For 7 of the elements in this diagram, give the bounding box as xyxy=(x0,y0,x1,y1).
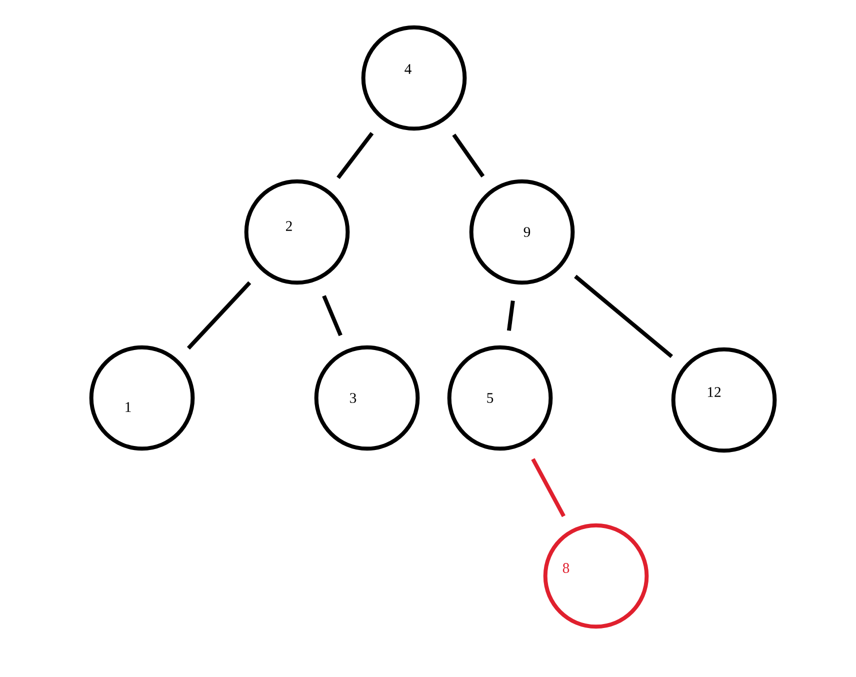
tree-edge xyxy=(506,300,515,331)
tree-edge xyxy=(336,132,374,180)
tree-edge xyxy=(452,134,485,178)
tree-edge xyxy=(322,295,342,336)
tree-edge xyxy=(574,274,673,358)
tree-edge xyxy=(186,281,252,350)
tree-edge xyxy=(531,458,566,518)
